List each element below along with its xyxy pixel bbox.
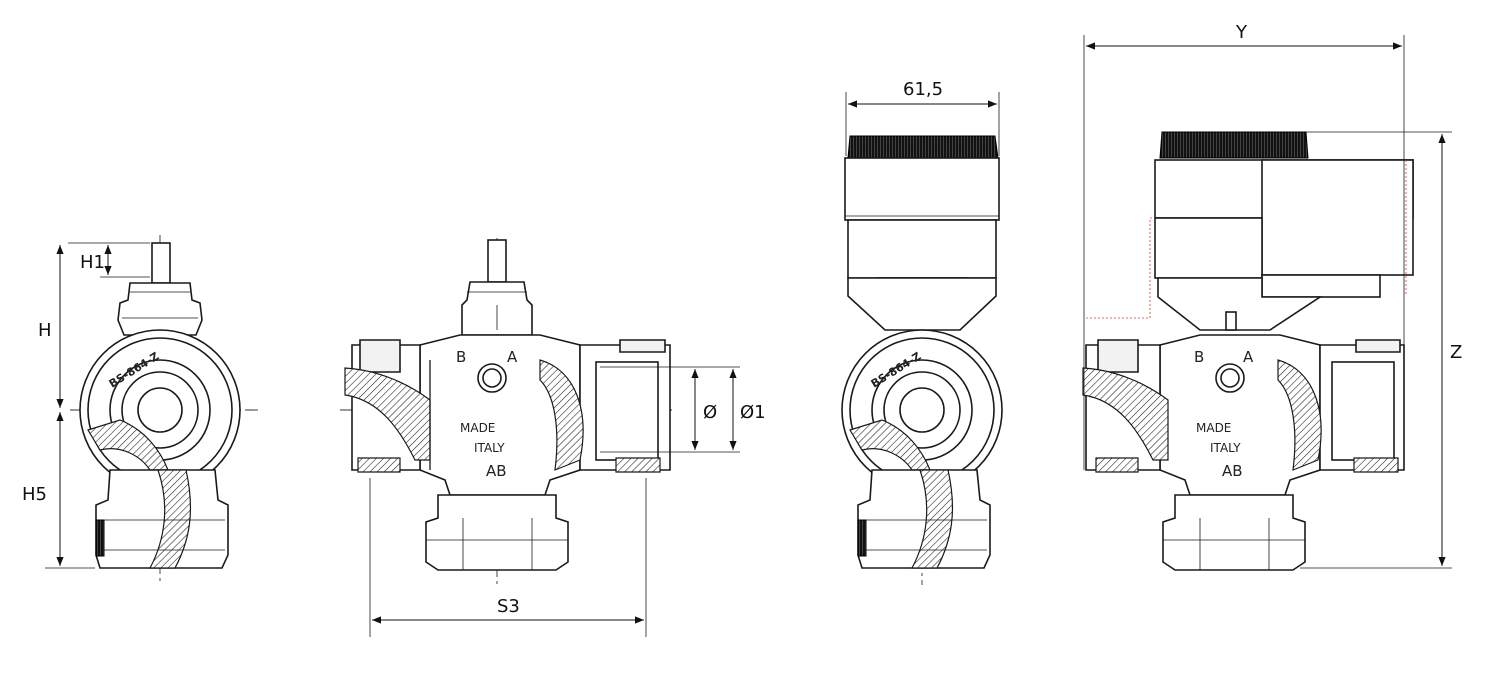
dim-h1: H1 bbox=[80, 252, 105, 273]
dim-h5: H5 bbox=[22, 484, 47, 505]
dim-h: H bbox=[38, 320, 52, 341]
italy-marking-2: ITALY bbox=[1210, 441, 1241, 455]
dim-actuator-width: 61,5 bbox=[903, 79, 943, 100]
port-a-marking: A bbox=[507, 348, 518, 366]
port-ab-marking: AB bbox=[486, 462, 507, 480]
italy-marking: ITALY bbox=[474, 441, 505, 455]
valve-actuator-side-view: BS-864-Z 61,5 bbox=[841, 79, 1003, 585]
dim-y: Y bbox=[1235, 22, 1248, 43]
port-ab-marking-2: AB bbox=[1222, 462, 1243, 480]
valve-side-view: BS-864-Z H1 H H5 bbox=[22, 235, 258, 585]
made-marking: MADE bbox=[460, 421, 495, 435]
valve-actuator-front-view: B A MADE ITALY AB Y Z bbox=[1082, 22, 1462, 571]
made-marking-2: MADE bbox=[1196, 421, 1231, 435]
port-b-marking-2: B bbox=[1194, 348, 1204, 366]
valve-front-view: B A MADE ITALY AB Ø Ø1 S3 bbox=[340, 238, 766, 637]
port-b-marking: B bbox=[456, 348, 466, 366]
dim-s3: S3 bbox=[497, 596, 520, 617]
dim-diameter1: Ø1 bbox=[740, 402, 766, 423]
dim-diameter: Ø bbox=[703, 402, 717, 423]
port-a-marking-2: A bbox=[1243, 348, 1254, 366]
dim-z: Z bbox=[1450, 342, 1462, 363]
